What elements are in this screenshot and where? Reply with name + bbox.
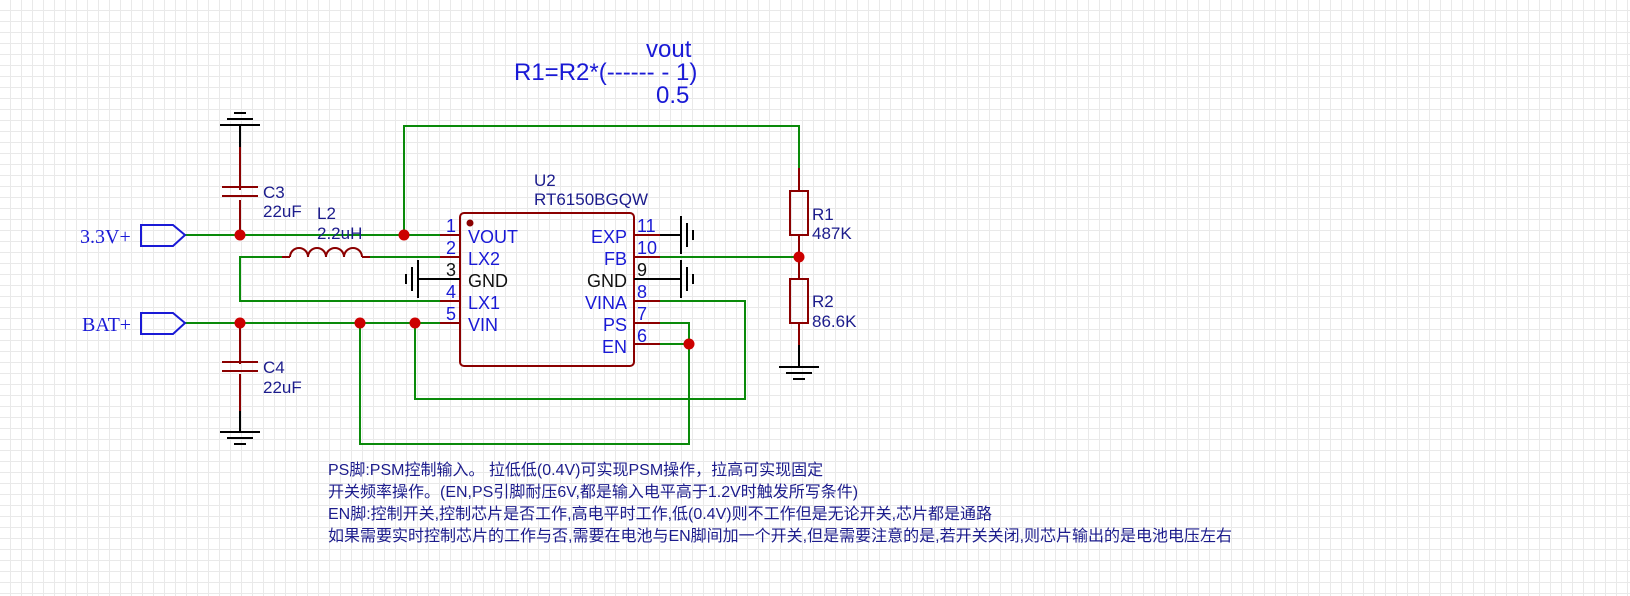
pin-name: EXP (591, 227, 627, 247)
pin-num: 4 (446, 282, 456, 302)
wire-vin-to-vina[interactable] (414, 300, 746, 400)
pin-num: 6 (637, 326, 647, 346)
junction-dot (683, 338, 695, 350)
r1-value: 487K (812, 224, 852, 243)
pin-name: GND (468, 271, 508, 291)
c3-value: 22uF (263, 202, 302, 221)
junctions (234, 229, 805, 350)
ground-icon (680, 216, 694, 254)
formula-main: R1=R2*(------ - 1) (514, 59, 697, 86)
ground-icon (779, 366, 819, 380)
pin1-marker (466, 219, 474, 227)
port-flag-icon (140, 312, 187, 335)
resistor-r2[interactable]: R2 86.6K (779, 257, 857, 380)
pin-name: VINA (585, 293, 627, 313)
pin-name: LX1 (468, 293, 500, 313)
pin-name: GND (587, 271, 627, 291)
pin-num: 1 (446, 216, 456, 236)
port-3v3-label: 3.3V+ (80, 226, 131, 248)
pin-name: VOUT (468, 227, 518, 247)
wire-vout-feedback[interactable] (403, 125, 800, 235)
capacitor-c3[interactable]: C3 22uF (220, 112, 302, 235)
wire-bat-to-en[interactable] (359, 323, 690, 445)
wire-ps[interactable] (654, 322, 690, 344)
junction-dot (354, 317, 366, 329)
pin-num: 8 (637, 282, 647, 302)
resistor-r1[interactable]: R1 487K (789, 168, 852, 257)
r2-ref: R2 (812, 292, 834, 311)
note-line: 开关频率操作。(EN,PS引脚耐压6V,都是输入电平高于1.2V时触发所写条件) (328, 483, 858, 501)
wires (185, 125, 800, 445)
formula-numerator: vout (646, 36, 692, 63)
formula-annotation: vout R1=R2*(------ - 1) 0.5 (514, 36, 697, 109)
pin-num: 5 (446, 304, 456, 324)
ic-u2[interactable]: U2 RT6150BGQW 1 2 3 4 5 VOUT LX2 GND LX1… (405, 171, 694, 367)
capacitor-c4[interactable]: C4 22uF (220, 323, 302, 445)
note-line: PS脚:PSM控制输入。 拉低低(0.4V)可实现PSM操作，拉高可实现固定 (328, 461, 823, 479)
ground-icon (405, 260, 419, 298)
pin-name: FB (604, 249, 627, 269)
junction-dot (793, 251, 805, 263)
port-flag-icon (140, 224, 187, 247)
junction-dot (234, 229, 246, 241)
c4-ref: C4 (263, 358, 285, 377)
note-line: 如果需要实时控制芯片的工作与否,需要在电池与EN脚间加一个开关,但是需要注意的是… (328, 526, 1232, 545)
formula-denominator: 0.5 (656, 82, 689, 109)
pin-num: 7 (637, 304, 647, 324)
junction-dot (234, 317, 246, 329)
c4-value: 22uF (263, 378, 302, 397)
port-bat[interactable]: BAT+ (82, 312, 187, 336)
pin-name: VIN (468, 315, 498, 335)
junction-dot (398, 229, 410, 241)
r1-ref: R1 (812, 205, 834, 224)
pin-name: EN (602, 337, 627, 357)
inductor-l2[interactable]: L2 2.2uH (282, 204, 370, 258)
pin-num: 3 (446, 260, 456, 280)
pin-num: 11 (637, 216, 656, 236)
ground-icon (220, 112, 260, 126)
pin-name: PS (603, 315, 627, 335)
c3-ref: C3 (263, 183, 285, 202)
ground-icon (680, 260, 694, 298)
u2-ref: U2 (534, 171, 556, 190)
port-3v3[interactable]: 3.3V+ (80, 224, 187, 248)
note-line: EN脚:控制开关,控制芯片是否工作,高电平时工作,低(0.4V)则不工作但是无论… (328, 505, 992, 523)
wire-lx-loop[interactable] (239, 256, 448, 302)
junction-dot (409, 317, 421, 329)
pin-num: 10 (637, 238, 657, 258)
port-bat-label: BAT+ (82, 314, 131, 336)
pin-name: LX2 (468, 249, 500, 269)
pin-num: 9 (637, 260, 647, 280)
pin-num: 2 (446, 238, 456, 258)
notes-block: PS脚:PSM控制输入。 拉低低(0.4V)可实现PSM操作，拉高可实现固定 开… (328, 461, 1232, 545)
l2-ref: L2 (317, 204, 336, 223)
u2-part: RT6150BGQW (534, 190, 648, 209)
ic-body (459, 212, 635, 367)
r2-value: 86.6K (812, 312, 857, 331)
l2-value: 2.2uH (317, 224, 362, 243)
ground-icon (220, 431, 260, 445)
